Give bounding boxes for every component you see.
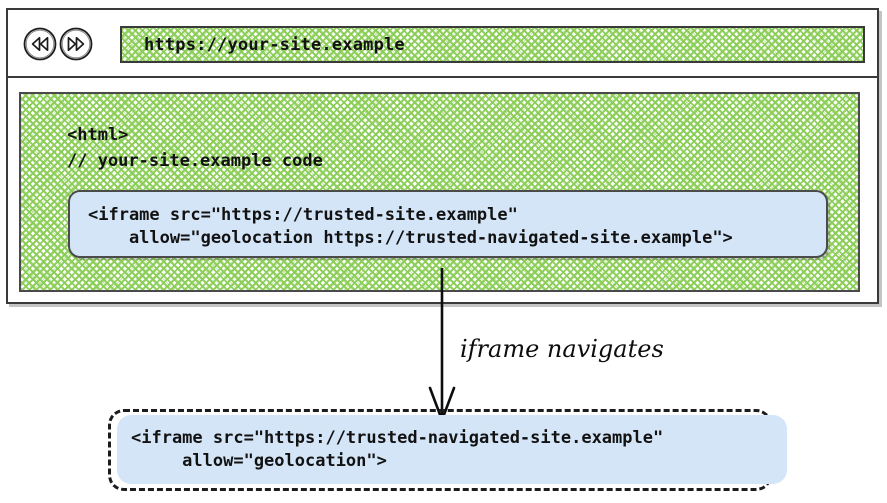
forward-button[interactable] xyxy=(58,26,94,62)
iframe-embed-code: <iframe src="https://trusted-site.exampl… xyxy=(88,205,733,248)
url-text: https://your-site.example xyxy=(144,34,405,55)
fast-forward-circle-icon xyxy=(59,27,93,61)
page-source-code: <html> // your-site.example code xyxy=(67,125,323,171)
rewind-circle-icon xyxy=(23,27,57,61)
annotation-label: iframe navigates xyxy=(460,335,664,363)
navigated-iframe-box: <iframe src="https://trusted-navigated-s… xyxy=(117,415,787,484)
browser-toolbar: https://your-site.example xyxy=(8,10,877,78)
page-viewport: <html> // your-site.example code <iframe… xyxy=(19,92,860,292)
back-button[interactable] xyxy=(22,26,58,62)
navigated-iframe-code: <iframe src="https://trusted-navigated-s… xyxy=(131,428,664,471)
iframe-embed-box: <iframe src="https://trusted-site.exampl… xyxy=(68,190,828,258)
url-bar[interactable]: https://your-site.example xyxy=(120,26,865,63)
browser-window: https://your-site.example <html> // your… xyxy=(6,8,879,304)
